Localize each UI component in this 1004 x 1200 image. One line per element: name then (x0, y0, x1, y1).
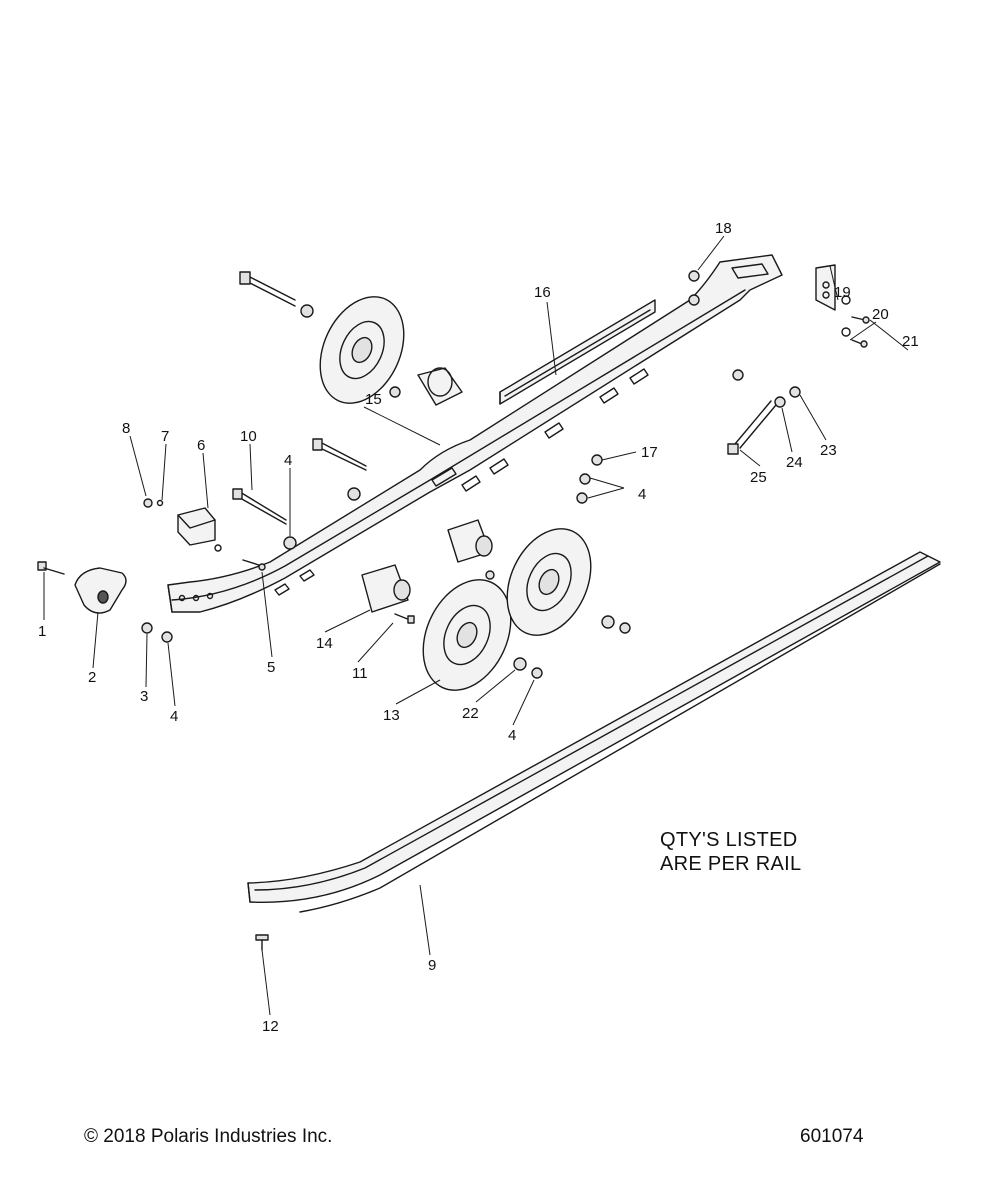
callout-5: 5 (267, 659, 275, 676)
wear-strip (499, 299, 656, 405)
idler-wheel-front (422, 579, 512, 691)
nuts-and-washers (141, 270, 851, 679)
callout-9: 9 (428, 957, 436, 974)
note-line-1: QTY'S LISTED (660, 829, 798, 851)
bolt-1 (37, 561, 65, 575)
callout-2: 2 (88, 669, 96, 686)
callout-20: 20 (872, 306, 889, 323)
callout-25: 25 (750, 469, 767, 486)
rear-bracket (815, 264, 836, 311)
callout-10: 10 (240, 428, 257, 445)
axle-bracket-mid (447, 519, 493, 563)
front-cap (74, 567, 127, 614)
callout-17: 17 (641, 444, 658, 461)
axle-bracket-top (417, 367, 463, 406)
callout-11: 11 (352, 665, 368, 682)
callout-14: 14 (316, 635, 333, 652)
callout-15: 15 (365, 391, 382, 408)
bolts-21 (851, 316, 870, 348)
idler-wheel-top (319, 296, 405, 404)
callout-22: 22 (462, 705, 479, 722)
callout-12: 12 (262, 1018, 279, 1035)
bolt-5 (242, 559, 266, 571)
callout-labels: 1 2 3 4 5 6 7 8 9 10 4 11 12 13 14 15 16… (38, 220, 919, 1035)
callout-4a: 4 (170, 708, 178, 725)
callout-18: 18 (715, 220, 732, 237)
callout-24: 24 (786, 454, 803, 471)
callout-6: 6 (197, 437, 205, 454)
bolt-top-axle (239, 271, 296, 307)
callout-8: 8 (122, 420, 130, 437)
figure-number: 601074 (800, 1126, 864, 1147)
callout-4b: 4 (284, 452, 292, 469)
note-line-2: ARE PER RAIL (660, 853, 802, 875)
axle-bracket-front (361, 564, 411, 613)
callout-21: 21 (902, 333, 919, 350)
callout-4d: 4 (508, 727, 516, 744)
quantity-note: QTY'S LISTED ARE PER RAIL (660, 828, 801, 876)
callout-16: 16 (534, 284, 551, 301)
callout-1: 1 (38, 623, 46, 640)
callout-3: 3 (140, 688, 148, 705)
leader-lines (43, 235, 909, 1016)
idler-wheel-rear (506, 528, 592, 636)
bolt-11 (394, 613, 415, 624)
bolt-10 (232, 488, 287, 525)
front-block (177, 507, 216, 546)
ski-runner (247, 551, 941, 913)
callout-4c: 4 (638, 486, 646, 503)
bolt-mid-axle (312, 438, 367, 471)
callout-7: 7 (161, 428, 169, 445)
bolt-25 (727, 400, 777, 455)
callout-23: 23 (820, 442, 837, 459)
bolt-12 (255, 934, 269, 951)
callout-19: 19 (834, 284, 851, 301)
copyright-text: © 2018 Polaris Industries Inc. (84, 1126, 333, 1147)
rail-assembly (167, 254, 783, 613)
callout-13: 13 (383, 707, 400, 724)
